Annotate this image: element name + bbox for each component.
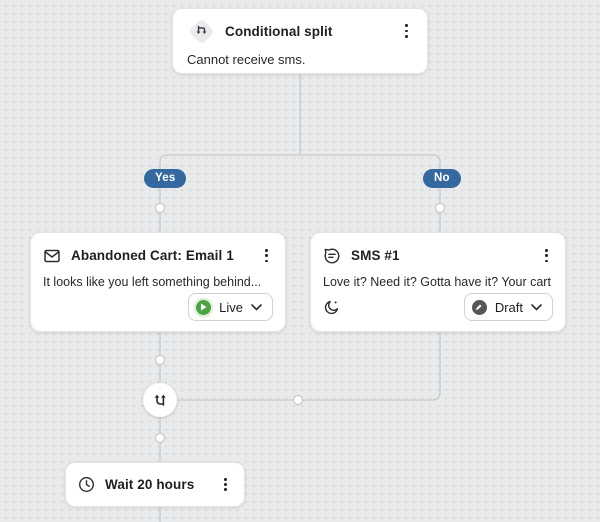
node-title: SMS #1 (351, 248, 400, 264)
node-conditional-split[interactable]: Conditional split Cannot receive sms. (172, 8, 428, 74)
node-header: Abandoned Cart: Email 1 (43, 245, 273, 266)
merge-node (143, 383, 177, 417)
status-label: Draft (494, 299, 523, 315)
email-status-dropdown[interactable]: Live (188, 293, 273, 321)
node-footer: Draft (323, 293, 553, 321)
status-label: Live (219, 299, 243, 315)
more-options-icon[interactable] (260, 245, 273, 266)
live-status-icon (196, 299, 212, 315)
crescent-moon-icon (323, 299, 340, 316)
branch-label-yes: Yes (144, 169, 187, 188)
more-options-icon[interactable] (400, 20, 413, 41)
more-options-icon[interactable] (219, 474, 232, 495)
node-title: Wait 20 hours (105, 477, 195, 492)
split-branch-icon (187, 17, 215, 45)
clock-icon (78, 476, 95, 493)
branch-label-no: No (423, 169, 461, 188)
node-email[interactable]: Abandoned Cart: Email 1 It looks like yo… (30, 232, 286, 332)
draft-status-icon (471, 299, 487, 315)
node-title: Abandoned Cart: Email 1 (71, 248, 234, 264)
node-title: Conditional split (225, 23, 333, 39)
node-wait[interactable]: Wait 20 hours (65, 462, 245, 507)
node-description: Cannot receive sms. (187, 52, 306, 67)
node-footer: Live (43, 293, 273, 321)
chevron-down-icon (531, 303, 542, 311)
message-preview: Love it? Need it? Gotta have it? Your ca… (323, 275, 553, 290)
connection-ports (154, 202, 446, 444)
sms-status-dropdown[interactable]: Draft (463, 293, 553, 321)
more-options-icon[interactable] (540, 245, 553, 266)
node-header: Conditional split (187, 17, 413, 45)
chat-bubble-icon (323, 247, 341, 265)
envelope-icon (43, 247, 61, 265)
node-header: SMS #1 (323, 245, 553, 266)
chevron-down-icon (251, 303, 262, 311)
message-preview: It looks like you left something behind.… (43, 275, 262, 290)
merge-arrows-icon (151, 391, 169, 409)
node-sms[interactable]: SMS #1 Love it? Need it? Gotta have it? … (310, 232, 566, 332)
